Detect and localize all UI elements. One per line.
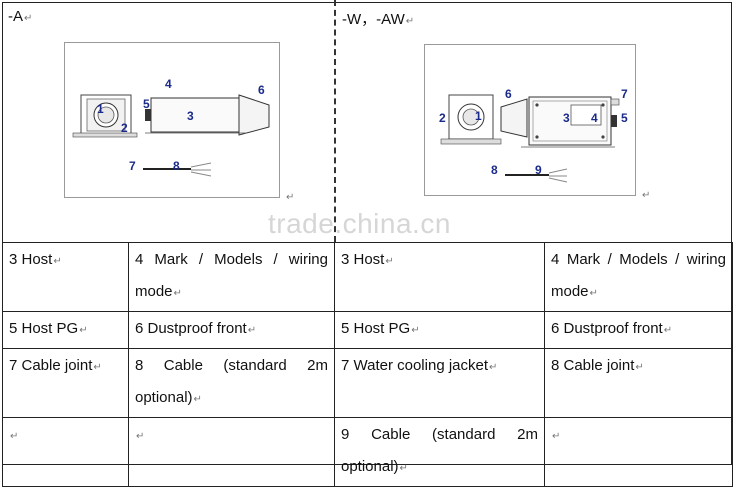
return-mark: ↵ (635, 362, 644, 373)
cell-text: 3 Host (341, 251, 385, 268)
left-diagram: 1 2 3 4 5 6 7 8 (64, 42, 280, 198)
callout-5: 5 (621, 111, 628, 125)
return-mark: ↵ (10, 431, 19, 442)
return-mark: ↵ (247, 325, 257, 336)
callout-2: 2 (439, 111, 446, 125)
callout-6: 6 (258, 83, 265, 97)
callout-8: 8 (491, 163, 498, 177)
callout-6: 6 (505, 87, 512, 101)
callout-9: 9 (535, 163, 542, 177)
cell-text: 5 Host PG (341, 320, 411, 337)
cell-text: 8 Cable joint (551, 357, 635, 374)
callout-3: 3 (187, 109, 194, 123)
return-mark: ↵ (286, 192, 295, 203)
right-panel-title: -W，-AW↵ (342, 8, 414, 29)
cell-text: 4 Mark / Models / wiring mode (551, 251, 726, 300)
right-diagram: 1 2 3 4 5 6 7 8 9 (424, 44, 636, 196)
cell-text: 6 Dustproof front (551, 320, 663, 337)
callout-7: 7 (129, 159, 136, 173)
callout-8: 8 (173, 159, 180, 173)
table-row: 7 Cable joint↵ 8 Cable (standard 2m opti… (2, 348, 733, 418)
callout-3: 3 (563, 111, 570, 125)
cell-text: 6 Dustproof front (135, 320, 247, 337)
cell-text: 9 Cable (standard 2m optional) (341, 426, 538, 475)
cell-text: 5 Host PG (9, 320, 79, 337)
return-mark: ↵ (411, 325, 420, 336)
callout-4: 4 (591, 111, 598, 125)
callout-5: 5 (143, 97, 150, 111)
cell-text: 7 Water cooling jacket (341, 357, 489, 374)
right-device-drawing (440, 94, 620, 183)
left-panel-title: -A↵ (8, 8, 32, 25)
return-mark: ↵ (24, 13, 33, 24)
return-mark: ↵ (193, 394, 202, 405)
callout-1: 1 (475, 109, 482, 123)
callout-4: 4 (165, 77, 172, 91)
table-cell: 3 Host↵ (334, 242, 545, 312)
callout-7: 7 (621, 87, 628, 101)
table-row: ↵ ↵ 9 Cable (standard 2m optional)↵ ↵ (2, 417, 733, 487)
return-mark: ↵ (405, 16, 415, 27)
table-cell: 9 Cable (standard 2m optional)↵ (334, 417, 545, 487)
return-mark: ↵ (489, 362, 498, 373)
return-mark: ↵ (53, 256, 62, 267)
table-row: 5 Host PG↵ 6 Dustproof front↵ 5 Host PG↵… (2, 311, 733, 349)
table-cell: ↵ (128, 417, 335, 487)
return-mark: ↵ (173, 288, 182, 299)
table-cell: 7 Water cooling jacket↵ (334, 348, 545, 418)
table-cell: 8 Cable joint↵ (544, 348, 733, 418)
cell-text: 3 Host (9, 251, 53, 268)
table-row: 3 Host↵ 4 Mark / Models / wiring mode↵ 3… (2, 242, 733, 312)
panel-divider (334, 0, 336, 242)
table-cell: 6 Dustproof front↵ (544, 311, 733, 349)
table-cell: 5 Host PG↵ (334, 311, 545, 349)
right-title-text: -W，-AW (342, 11, 405, 28)
parts-table: 3 Host↵ 4 Mark / Models / wiring mode↵ 3… (2, 242, 733, 487)
table-cell: 4 Mark / Models / wiring mode↵ (128, 242, 335, 312)
table-cell: 5 Host PG↵ (2, 311, 129, 349)
return-mark: ↵ (642, 190, 651, 201)
return-mark: ↵ (663, 325, 673, 336)
cell-text: 7 Cable joint (9, 357, 93, 374)
table-cell: 3 Host↵ (2, 242, 129, 312)
return-mark: ↵ (79, 325, 88, 336)
watermark-text: trade.china.cn (268, 208, 451, 239)
callout-1: 1 (97, 102, 104, 116)
return-mark: ↵ (552, 431, 561, 442)
return-mark: ↵ (136, 431, 145, 442)
table-cell: 7 Cable joint↵ (2, 348, 129, 418)
table-cell: 8 Cable (standard 2m optional)↵ (128, 348, 335, 418)
left-title-text: -A (8, 8, 23, 25)
return-mark: ↵ (385, 256, 394, 267)
table-cell: 4 Mark / Models / wiring mode↵ (544, 242, 733, 312)
return-mark: ↵ (93, 362, 102, 373)
cell-text: 4 Mark / Models / wiring mode (135, 251, 328, 300)
cell-text: 8 Cable (standard 2m optional) (135, 357, 328, 406)
return-mark: ↵ (589, 288, 598, 299)
table-cell: 6 Dustproof front↵ (128, 311, 335, 349)
left-device-drawing (72, 94, 270, 177)
table-cell: ↵ (544, 417, 733, 487)
table-cell: ↵ (2, 417, 129, 487)
callout-2: 2 (121, 121, 128, 135)
return-mark: ↵ (399, 463, 408, 474)
